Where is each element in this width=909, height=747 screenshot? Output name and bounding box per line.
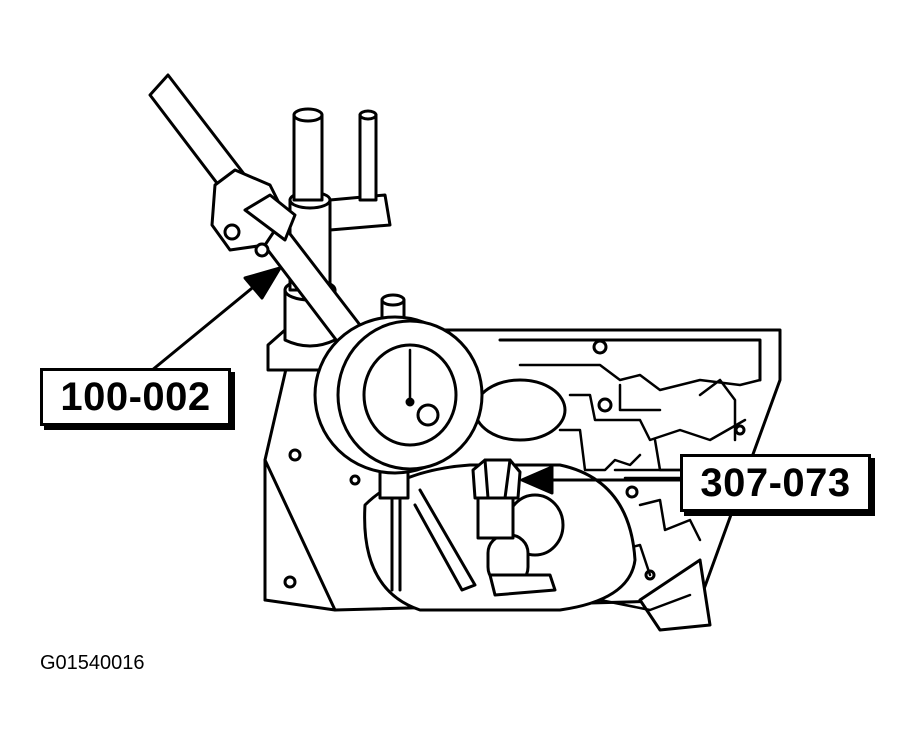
magnetic-base (266, 107, 392, 372)
leader-307-073 (520, 465, 682, 495)
callout-307-073-text: 307-073 (700, 460, 851, 505)
callout-307-073: 307-073 (680, 454, 871, 512)
callout-100-002: 100-002 (40, 368, 231, 426)
tool-307-073-bolt (471, 458, 522, 540)
callout-100-002-text: 100-002 (60, 374, 211, 419)
leader-100-002 (138, 266, 282, 382)
figure-id: G01540016 (40, 652, 145, 674)
dial-indicator-gauge (313, 293, 484, 475)
indicator-plunger (378, 468, 477, 592)
